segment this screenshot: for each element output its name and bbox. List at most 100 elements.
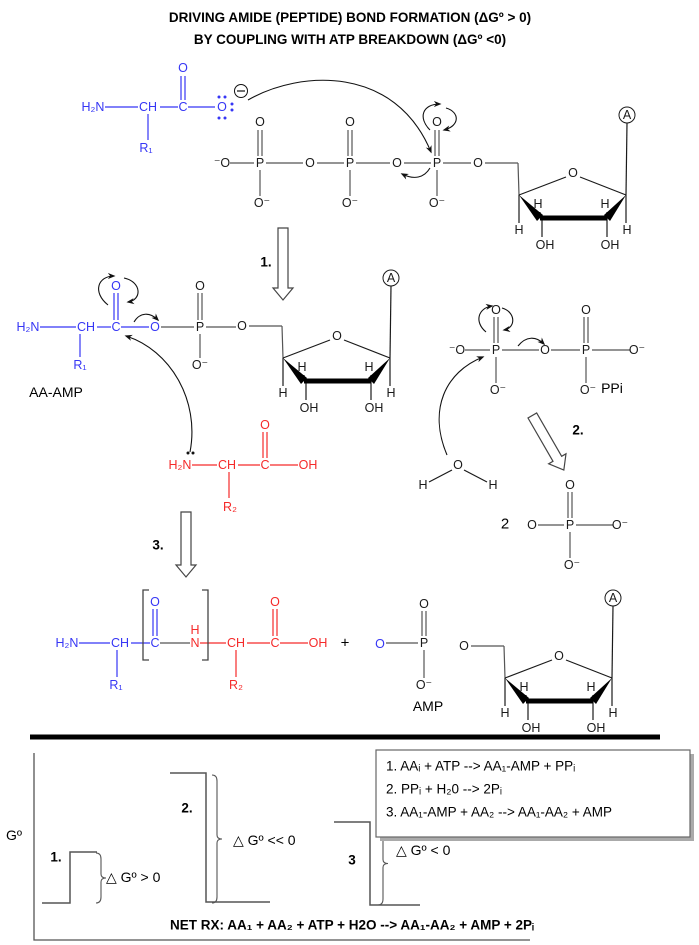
atom-o: O: [255, 115, 265, 129]
atom-o: O: [432, 115, 442, 129]
step-1-label: 1.: [260, 255, 271, 270]
ring-oxygen: O: [568, 166, 578, 180]
carboxylate-oxygen: O: [217, 100, 227, 114]
wedge-bond: [283, 358, 307, 384]
atom-o: O: [392, 156, 402, 170]
arrow-leaving-o: [400, 167, 431, 180]
atom-o: O: [345, 115, 355, 129]
bond: [389, 285, 392, 359]
atom-o: O: [260, 418, 270, 432]
lone-pair-dot: [186, 451, 190, 455]
atom-ominus: O⁻: [564, 558, 580, 572]
adenine-icon: [382, 269, 400, 287]
atom-minuso: ⁻O: [449, 343, 466, 357]
atom-p: P: [566, 518, 574, 532]
atom-o: O: [581, 303, 591, 317]
ppi-label: PPi: [601, 380, 623, 396]
lone-pair-dot: [223, 95, 227, 99]
atom-ominus: O⁻: [254, 196, 270, 210]
bond: [282, 339, 331, 359]
atom-p: P: [492, 343, 500, 357]
atom-h2n: H₂N: [82, 100, 105, 114]
lone-pair-dot: [230, 102, 234, 106]
wedge-bond: [505, 678, 529, 704]
atom-o: O: [375, 637, 385, 651]
bond: [281, 325, 284, 359]
atom-h: H: [533, 197, 542, 211]
atom-h: H: [600, 197, 609, 211]
reaction-arrows: [98, 79, 567, 578]
atom-p: P: [256, 156, 264, 170]
step-2-label: 2.: [572, 423, 583, 438]
atom-ominus: O⁻: [490, 383, 506, 397]
atom-o-ester: O: [473, 156, 483, 170]
atom-oh: OH: [522, 721, 541, 735]
atom-ominus: O⁻: [429, 196, 445, 210]
atom-p: P: [196, 320, 204, 334]
bond: [565, 659, 613, 679]
atom-p: P: [420, 636, 428, 650]
adenine-icon: [618, 106, 636, 124]
atom-c: C: [111, 320, 120, 334]
atom-ominus: O⁻: [580, 383, 596, 397]
peptide-bond-bracket: [142, 589, 209, 661]
energy-diagram: Gº 1. 2. 3 △ Gº > 0 △ Gº << 0 △ Gº < 0: [6, 753, 530, 941]
atom-p: P: [346, 156, 354, 170]
bond: [517, 162, 520, 196]
atom-r1: R₁: [109, 678, 122, 692]
wedge-bond: [590, 678, 612, 704]
energy-step-2: [170, 772, 270, 903]
brace-step-2: [211, 774, 223, 904]
atom-oh: OH: [300, 401, 319, 415]
atom-o: O: [178, 61, 188, 75]
atom-o: O: [195, 279, 205, 293]
reaction-arrow-2: [527, 412, 567, 471]
atom-ominus: O⁻: [629, 343, 645, 357]
arrow-ppi-left: [478, 303, 494, 333]
arrow-ppi-leaving: [517, 337, 546, 347]
atom-o: O: [305, 156, 315, 170]
atom-ch: CH: [111, 636, 129, 650]
energy-step-1-label: 1.: [50, 850, 61, 865]
atom-h: H: [586, 680, 595, 694]
atom-r2: R₂: [223, 500, 237, 514]
atom-o-ester: O: [237, 319, 247, 333]
atom-ch: CH: [77, 320, 95, 334]
bond: [579, 176, 627, 196]
reaction-3: 3. AA₁-AMP + AA₂ --> AA₁-AA₂ + AMP: [386, 805, 612, 820]
atom-h: H: [488, 478, 497, 492]
energy-step-1: [42, 851, 97, 904]
delta-g-step-1: △ Gº > 0: [106, 869, 161, 885]
atom-o: O: [270, 595, 280, 609]
adenine-label: A: [387, 271, 396, 285]
delta-g-step-3: △ Gº < 0: [396, 842, 451, 858]
atom-o: O: [111, 279, 121, 293]
atom-h: H: [418, 478, 427, 492]
brace-step-1: [95, 852, 107, 904]
atom-ch: CH: [227, 636, 245, 650]
bonds: [40, 76, 636, 720]
amp-label: AMP: [413, 698, 443, 714]
energy-step-3-label: 3: [348, 853, 356, 868]
atom-h: H: [608, 706, 617, 720]
atom-h: H: [500, 706, 509, 720]
lone-pair-dot: [217, 95, 221, 99]
atom-oh: OH: [365, 401, 384, 415]
atom-h: H: [364, 360, 373, 374]
atom-o: O: [527, 518, 537, 532]
lone-pair-dot: [191, 451, 195, 455]
aa-amp-label: AA-AMP: [29, 384, 83, 400]
bond: [463, 469, 488, 483]
atom-oh: OH: [309, 636, 328, 650]
bond: [504, 659, 553, 679]
reaction-2: 2. PPᵢ + H₂0 --> 2Pᵢ: [386, 782, 502, 797]
atom-ch: CH: [218, 458, 236, 472]
arrow-co-left: [98, 272, 116, 306]
adenine-icon: [604, 589, 622, 607]
atom-ominus: O⁻: [342, 196, 358, 210]
bond: [428, 469, 453, 483]
atom-p: P: [433, 156, 441, 170]
atom-h: H: [278, 386, 287, 400]
reaction-arrow-1: [271, 227, 295, 301]
